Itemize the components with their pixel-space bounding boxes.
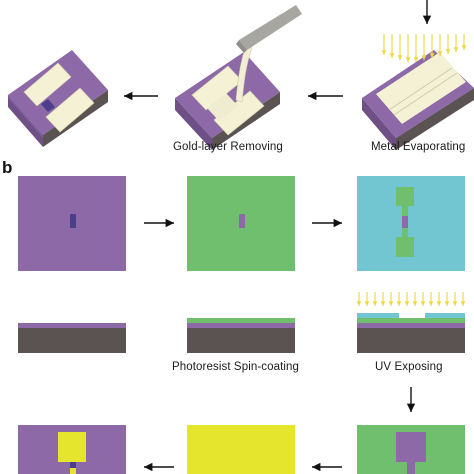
panel-a-arrows xyxy=(124,0,432,101)
panel-label-b: b xyxy=(2,158,13,177)
top-view-uv-exposed xyxy=(357,176,465,271)
evaporation-arrows xyxy=(381,34,467,62)
cross-section-uv xyxy=(356,292,466,353)
top-view-developed xyxy=(357,425,465,474)
peeling-tape xyxy=(235,45,253,103)
tweezers xyxy=(239,5,302,50)
chip-3d-peeling xyxy=(175,5,302,150)
top-view-gold-layer xyxy=(187,425,295,474)
caption-uv-exposing: UV Exposing xyxy=(375,361,443,373)
chip-3d-evaporating xyxy=(362,34,474,150)
cross-section-photoresist xyxy=(187,318,295,353)
electrode-right xyxy=(45,87,95,133)
caption-metal-evaporating: Metal Evaporating xyxy=(371,141,466,153)
top-view-substrate xyxy=(18,176,126,271)
caption-gold-layer-removing: Gold-layer Removing xyxy=(173,141,283,153)
channel xyxy=(41,99,55,112)
cross-section-substrate xyxy=(18,323,126,353)
top-view-photoresist xyxy=(187,176,295,271)
chip-3d-gold-removed xyxy=(8,50,108,147)
electrode-left xyxy=(23,62,72,107)
caption-photoresist-spin-coating: Photoresist Spin-coating xyxy=(172,361,300,373)
top-view-gold-patterned xyxy=(18,425,126,474)
uv-arrows xyxy=(356,292,466,306)
